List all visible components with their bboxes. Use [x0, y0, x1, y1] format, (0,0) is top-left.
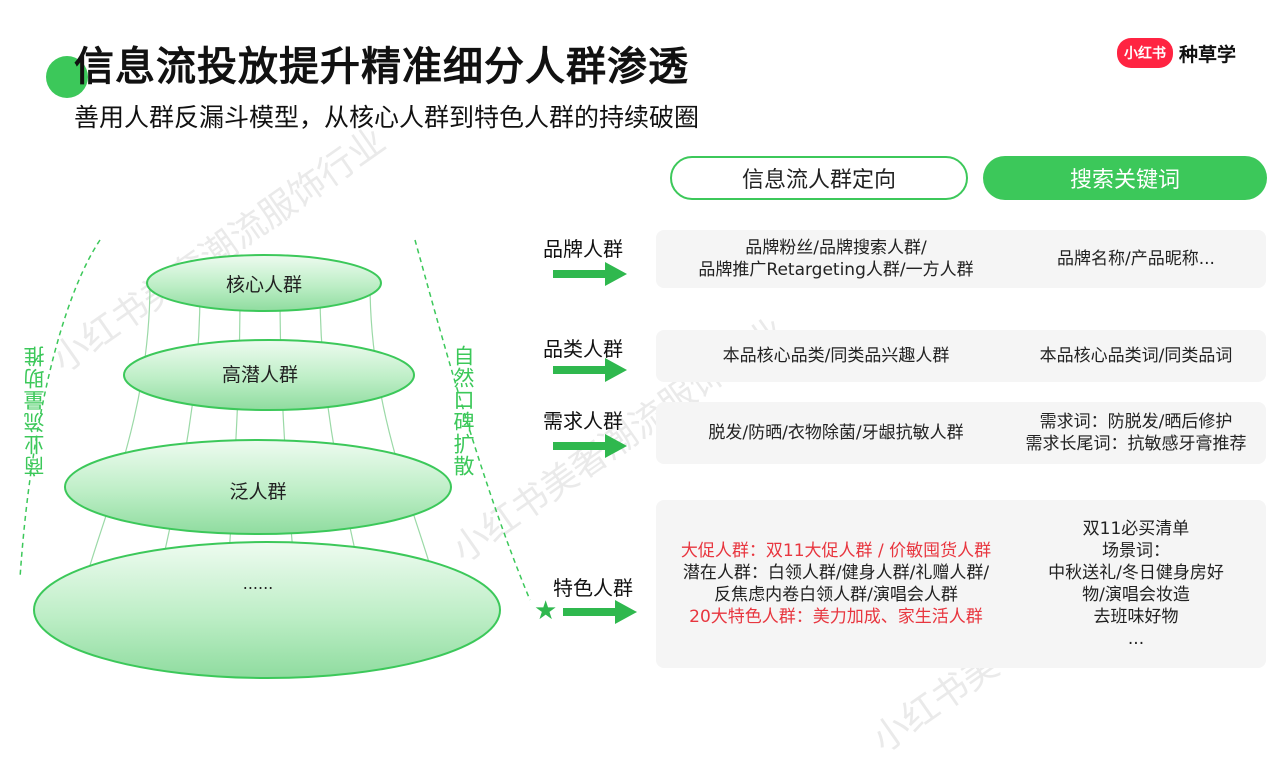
arrow-right-icon	[553, 358, 627, 382]
funnel-layer-ellipse	[146, 254, 382, 312]
text-line: 反焦虑内卷白领人群/演唱会人群	[714, 585, 958, 605]
text-line: 场景词：	[1102, 541, 1170, 561]
card-category: 本品核心品类/同类品兴趣人群 本品核心品类词/同类品词	[656, 330, 1266, 382]
text-line: 大促人群：双11大促人群 / 价敏囤货人群	[680, 541, 992, 561]
left-dashed-line	[19, 239, 101, 579]
row-label-special: 特色人群	[553, 576, 633, 600]
text-line: 品牌名称/产品昵称...	[1057, 249, 1215, 269]
text-line: 需求长尾词：抗敏感牙膏推荐	[1025, 434, 1247, 454]
right-side-label: 自然口碑扩散	[451, 345, 475, 477]
funnel-layer-ellipse	[64, 439, 452, 535]
funnel-layer-potential: 高潜人群	[221, 364, 299, 386]
row-label-category: 品类人群	[543, 337, 623, 361]
reverse-funnel-diagram	[19, 239, 531, 679]
page-title: 信息流投放提升精准细分人群渗透	[74, 44, 689, 90]
row-label-brand: 品牌人群	[543, 237, 623, 261]
funnel-layer-ellipse	[123, 339, 415, 411]
text-line: 20大特色人群：美力加成、家生活人群	[689, 607, 983, 627]
text-line: 品牌推广Retargeting人群/一方人群	[698, 260, 974, 280]
card-need: 脱发/防晒/衣物除菌/牙龈抗敏人群 需求词：防脱发/晒后修护 需求长尾词：抗敏感…	[656, 402, 1266, 464]
text-line: 本品核心品类词/同类品词	[1039, 346, 1233, 366]
card-brand: 品牌粉丝/品牌搜索人群/ 品牌推广Retargeting人群/一方人群 品牌名称…	[656, 230, 1266, 288]
card-special: 大促人群：双11大促人群 / 价敏囤货人群 潜在人群：白领人群/健身人群/礼赠人…	[656, 500, 1266, 668]
text-line: 需求词：防脱发/晒后修护	[1039, 412, 1233, 432]
feed-cell: 脱发/防晒/衣物除菌/牙龈抗敏人群	[656, 402, 1016, 464]
text-line: ...	[1127, 629, 1145, 649]
page-subtitle: 善用人群反漏斗模型，从核心人群到特色人群的持续破圈	[74, 103, 700, 132]
right-dashed-line	[414, 239, 531, 601]
logo-text: 种草学	[1179, 43, 1237, 66]
feed-cell: 品牌粉丝/品牌搜索人群/ 品牌推广Retargeting人群/一方人群	[656, 230, 1016, 288]
text-line: 本品核心品类/同类品兴趣人群	[722, 346, 950, 366]
search-cell: 本品核心品类词/同类品词	[1006, 330, 1266, 382]
tab-search-keywords: 搜索关键词	[983, 156, 1267, 200]
text-line: 脱发/防晒/衣物除菌/牙龈抗敏人群	[708, 423, 964, 443]
row-label-need: 需求人群	[543, 409, 623, 433]
funnel-layer-ellipse	[33, 541, 501, 679]
funnel-layer-more: ......	[242, 574, 274, 593]
arrow-right-icon	[563, 600, 637, 624]
tab-feed-targeting: 信息流人群定向	[670, 156, 968, 200]
text-line: 双11必买清单	[1082, 519, 1190, 539]
text-line: 去班味好物	[1093, 607, 1179, 627]
arrow-right-icon	[553, 262, 627, 286]
text-line: 物/演唱会妆造	[1082, 585, 1190, 605]
feed-cell: 大促人群：双11大促人群 / 价敏囤货人群 潜在人群：白领人群/健身人群/礼赠人…	[656, 500, 1016, 668]
search-cell: 双11必买清单 场景词： 中秋送礼/冬日健身房好 物/演唱会妆造 去班味好物 .…	[1006, 500, 1266, 668]
left-side-label: 商业流量助推	[23, 345, 47, 477]
feed-cell: 本品核心品类/同类品兴趣人群	[656, 330, 1016, 382]
brand-logo: 小红书 种草学	[1117, 38, 1236, 68]
funnel-layer-broad: 泛人群	[229, 481, 287, 503]
star-icon: ★	[534, 596, 558, 626]
text-line: 品牌粉丝/品牌搜索人群/	[745, 238, 927, 258]
logo-badge: 小红书	[1117, 38, 1173, 68]
title-decoration-dot	[46, 56, 88, 98]
text-line: 潜在人群：白领人群/健身人群/礼赠人群/	[682, 563, 990, 583]
search-cell: 需求词：防脱发/晒后修护 需求长尾词：抗敏感牙膏推荐	[1006, 402, 1266, 464]
text-line: 中秋送礼/冬日健身房好	[1048, 563, 1224, 583]
funnel-layer-core: 核心人群	[225, 274, 303, 296]
search-cell: 品牌名称/产品昵称...	[1006, 230, 1266, 288]
arrow-right-icon	[553, 434, 627, 458]
